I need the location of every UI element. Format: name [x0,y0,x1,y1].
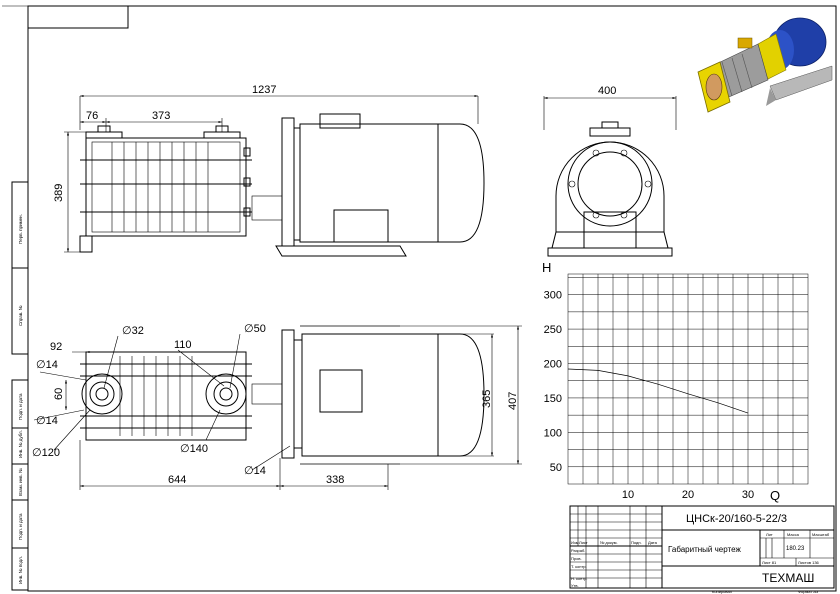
tb-col-date: Дата [648,540,658,545]
dim-338: 338 [326,474,344,486]
tb-sheets: Листов 136 [798,560,820,565]
dim-height-side: 389 [53,184,65,202]
tb-mass-value: 180.23 [786,546,805,552]
dim-60: 60 [53,388,65,400]
tb-format: Формат А3 [798,589,819,594]
chart-y-label: H [542,260,551,275]
side-view: 1237 76 373 389 [53,84,485,257]
dim-width-front: 400 [598,85,616,97]
dim-d120: ∅120 [32,447,60,459]
dim-d50: ∅50 [244,323,266,335]
tb-designation: ЦНСк-20/160-5-22/3 [686,513,787,525]
tb-col-izm: Изм [571,540,579,545]
chart-grid [567,273,809,485]
dim-d140: ∅140 [180,443,208,455]
dim-d14-bottom: ∅14 [244,465,266,477]
plan-view [80,325,485,465]
tb-sheet: Лист 81 [762,560,777,565]
chart-y-ticks: 50 100 150 200 250 300 [544,290,562,474]
title-block: Изм Лист № докум. Подп. Дата Разраб. Про… [569,505,835,594]
tb-scale: Масштаб [812,532,830,537]
pump-3d-thumbnail [697,17,833,113]
plan-dimensions: 92 ∅14 60 ∅14 ∅120 ∅32 ∅50 110 ∅140 ∅14 … [32,323,522,490]
stamp-inv-podl: Инв. № подл. [18,556,23,584]
chart-x-tick-label: 30 [742,489,754,501]
dim-flange-offset: 76 [86,110,98,122]
performance-chart: 50 100 150 200 250 300 10 20 30 H Q [542,260,809,503]
tb-copied: Копировал [712,589,733,594]
dim-d14-left: ∅14 [36,415,58,427]
chart-y-tick-label: 100 [544,427,562,439]
tb-row-prov: Пров. [571,556,582,561]
chart-series-line [567,368,749,414]
dim-407: 407 [507,392,519,410]
tb-row-razrab: Разраб. [571,548,585,553]
chart-x-tick-label: 10 [622,489,634,501]
tb-row-tkontr: Т. контр. [571,564,587,569]
tb-company: ТЕХМАШ [762,571,814,585]
tb-mass: Масса [787,532,800,537]
dim-d14-top: ∅14 [36,359,58,371]
chart-x-ticks: 10 20 30 [622,489,754,501]
chart-y-tick-label: 50 [550,462,562,474]
dim-92: 92 [50,341,62,353]
tb-doc-name: Габаритный чертеж [668,545,741,554]
tb-row-utv: Утв. [571,583,579,588]
dim-644: 644 [168,474,186,486]
stamp-vzam-inv: Взам. инв. № [18,468,23,496]
side-stamps: Перв. примен. Справ. № Подп. и дата Инв.… [11,181,29,591]
tb-row-nkontr: Н. контр. [571,576,588,581]
stamp-podp-data-1: Подп. и дата [18,393,23,420]
stamp-perv-primen: Перв. примен. [18,214,23,244]
tb-lit: Лит [766,532,773,537]
chart-y-tick-label: 150 [544,393,562,405]
tb-col-list: Лист [579,540,588,545]
dim-overall-length: 1237 [252,84,276,96]
tb-col-sign: Подп. [631,540,642,545]
chart-y-tick-label: 300 [544,290,562,302]
dim-flange-spacing: 373 [152,110,170,122]
chart-x-label: Q [770,488,780,503]
stamp-sprav: Справ. № [18,305,23,326]
dim-365: 365 [481,390,493,408]
chart-y-tick-label: 250 [544,324,562,336]
stamp-inv-dubl: Инв. № дубл. [18,430,23,458]
chart-y-tick-label: 200 [544,359,562,371]
dim-110: 110 [174,339,192,351]
chart-x-tick-label: 20 [682,489,694,501]
front-view: 400 [543,85,677,257]
stamp-podp-data-2: Подп. и дата [18,513,23,540]
dim-d32: ∅32 [122,325,144,337]
tb-col-doc: № докум. [600,540,618,545]
